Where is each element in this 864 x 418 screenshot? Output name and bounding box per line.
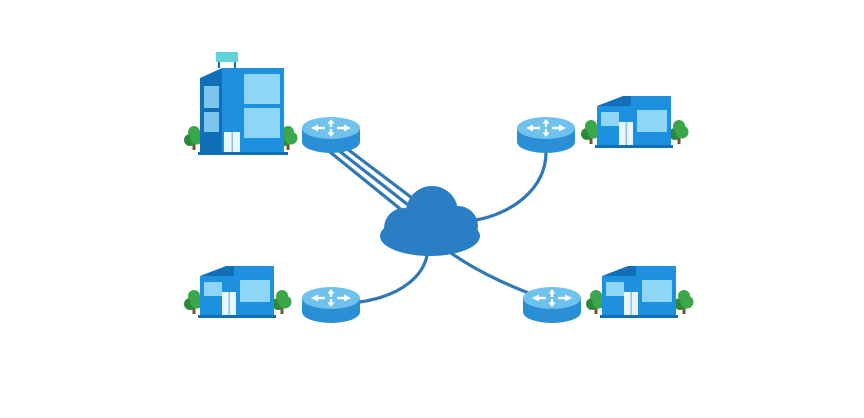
office-tower-icon	[184, 52, 298, 155]
link-branch-ne	[474, 150, 548, 222]
router-arrows-icon	[311, 289, 351, 307]
branch-office-icon-ne	[581, 96, 689, 148]
router-icon-branch-se	[523, 287, 581, 323]
nodes	[184, 52, 694, 323]
branch-office-icon-sw	[184, 266, 292, 318]
links	[328, 146, 554, 304]
router-arrows-icon	[311, 119, 351, 137]
router-arrows-icon	[526, 119, 566, 137]
link-hq-1	[328, 150, 406, 214]
link-hq-3	[344, 146, 422, 206]
router-icon-branch-sw	[302, 287, 360, 323]
cloud-icon	[380, 186, 480, 256]
router-arrows-icon	[532, 289, 572, 307]
branch-office-icon-se	[586, 266, 694, 318]
link-hq-2	[336, 148, 414, 210]
router-icon-branch-ne	[517, 117, 575, 153]
router-icon-hq	[302, 117, 360, 153]
